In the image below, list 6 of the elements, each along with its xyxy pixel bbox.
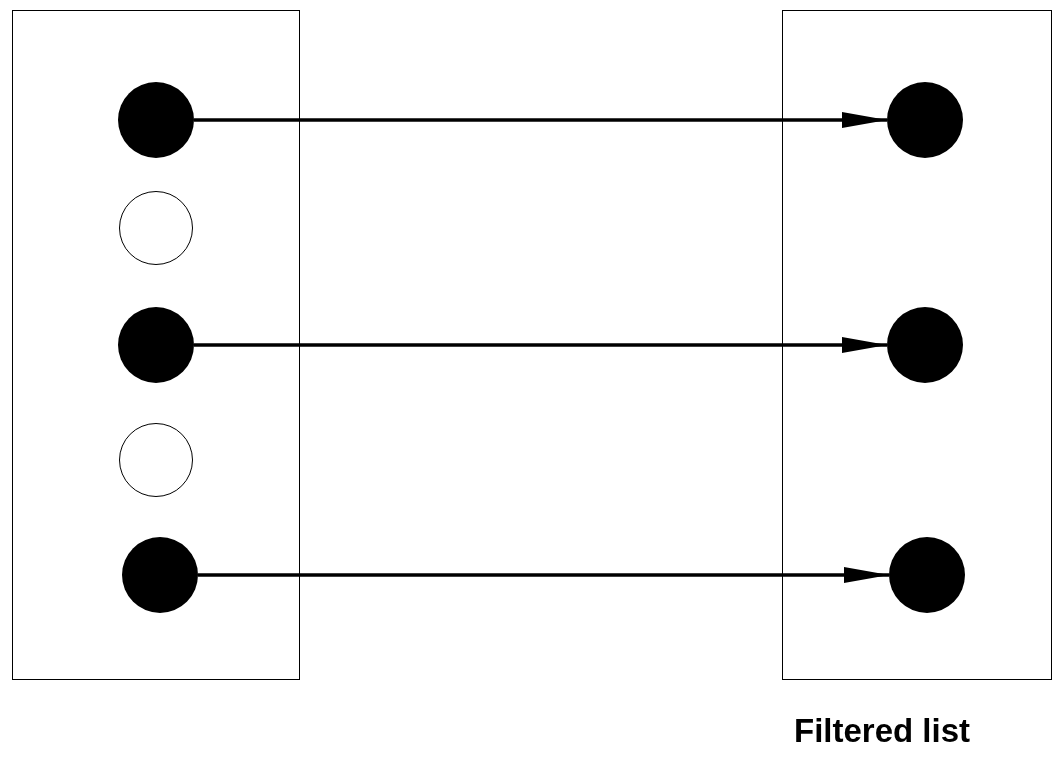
arrow <box>198 567 889 583</box>
arrow <box>194 112 887 128</box>
arrow <box>194 337 887 353</box>
list-panel <box>12 10 300 680</box>
node-label: Filtered list <box>794 712 971 750</box>
list-panel <box>782 10 1052 680</box>
